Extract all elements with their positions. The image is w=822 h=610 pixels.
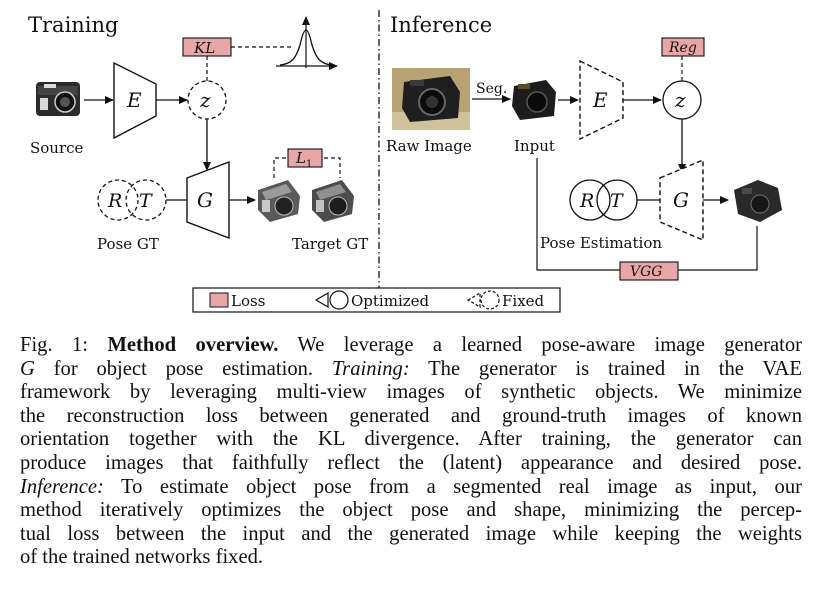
caption-line: Inference: To estimate object pose from … [20,476,802,500]
input-label: Input [514,137,555,155]
figure-caption: Fig. 1: Method overview. We leverage a l… [20,334,802,570]
inference-generator [659,158,704,242]
gaussian-prior-plot [276,16,338,70]
training-generator [186,160,230,240]
legend-loss-swatch [209,292,229,308]
vgg-feedback-path [536,158,758,271]
caption-line: the reconstruction loss between generate… [20,405,802,429]
legend-fixed-label: Fixed [502,292,545,310]
l1-loss-box [287,148,323,168]
caption-line: G for object pose estimation. Training: … [20,358,802,382]
pose-gt-label: Pose GT [97,235,159,253]
seg-label: Seg. [476,81,507,97]
inference-pose-t-label: T [610,190,624,212]
caption-text-run: framework by leveraging multi-view image… [20,381,802,404]
caption-text-run: Fig. 1: [20,334,108,356]
pose-estimation-label: Pose Estimation [540,234,662,252]
caption-text-run: To estimate object pose from a segmented… [103,475,802,498]
target-gt-label: Target GT [292,235,368,253]
legend-optimized-label: Optimized [351,292,430,310]
caption-line: framework by leveraging multi-view image… [20,381,802,405]
caption-text-run: for object pose estimation. [34,357,332,380]
caption-text-run: produce images that faithfully reflect t… [20,451,802,474]
reg-loss-box [661,37,705,57]
caption-text-run: Training: [331,357,410,380]
inference-generated-camera [734,180,782,222]
caption-line: tual loss between the input and the gene… [20,523,802,547]
training-generator-label: G [197,188,213,212]
caption-text-run: Inference: [20,475,104,498]
caption-line: method iteratively optimizes the object … [20,499,802,523]
inference-latent-label: z [674,88,686,112]
caption-text-run: of the trained networks fixed. [20,546,264,569]
legend-fixed-circle-icon [480,290,500,310]
legend-optimized-circle-icon [329,290,349,310]
legend-optimized-trapezoid-icon [314,291,329,309]
legend-loss-label: Loss [231,292,265,310]
caption-line: produce images that faithfully reflect t… [20,452,802,476]
caption-line: Fig. 1: Method overview. We leverage a l… [20,334,802,358]
raw-image-label: Raw Image [386,137,472,155]
raw-image-photo [392,68,470,130]
legend-fixed-trapezoid-icon [466,291,481,309]
inference-title: Inference [390,13,492,37]
inference-pose-r-label: R [579,190,594,212]
inference-encoder [579,59,624,141]
source-camera-image [36,82,80,116]
inference-generator-label: G [673,188,689,212]
inference-encoder-label: E [592,88,608,112]
kl-loss-label: KL [193,39,215,57]
training-encoder [113,61,157,140]
source-label: Source [30,139,84,157]
training-title: Training [28,13,119,37]
training-encoder-label: E [126,88,142,112]
reg-loss-label: Reg [668,40,697,56]
caption-text-run: The generator is trained in the VAE [409,357,802,380]
segmented-input-camera [512,80,556,120]
caption-line: orientation together with the KL diverge… [20,428,802,452]
caption-text-run: method iteratively optimizes the object … [20,499,802,522]
caption-text-run: tual loss between the input and the gene… [20,522,802,545]
caption-text-run: the reconstruction loss between generate… [20,404,802,427]
caption-text-run: We leverage a learned pose-aware image g… [278,334,802,356]
l1-loss-label: L1 [295,149,312,170]
method-overview-figure: Training Inference Source E z KL R T Pos… [28,10,782,313]
vgg-loss-label: VGG [630,264,662,280]
vgg-loss-box [619,261,679,281]
caption-line: of the trained networks fixed. [20,546,802,570]
caption-text-run: G [20,357,35,380]
caption-text-run: orientation together with the KL diverge… [20,428,802,451]
target-gt-camera-render [312,180,354,222]
generated-camera-render [258,180,300,222]
training-pose-r-label: R [107,190,122,212]
caption-text-run: Method overview. [107,334,279,356]
training-latent-label: z [199,88,211,112]
training-pose-t-label: T [139,190,153,212]
